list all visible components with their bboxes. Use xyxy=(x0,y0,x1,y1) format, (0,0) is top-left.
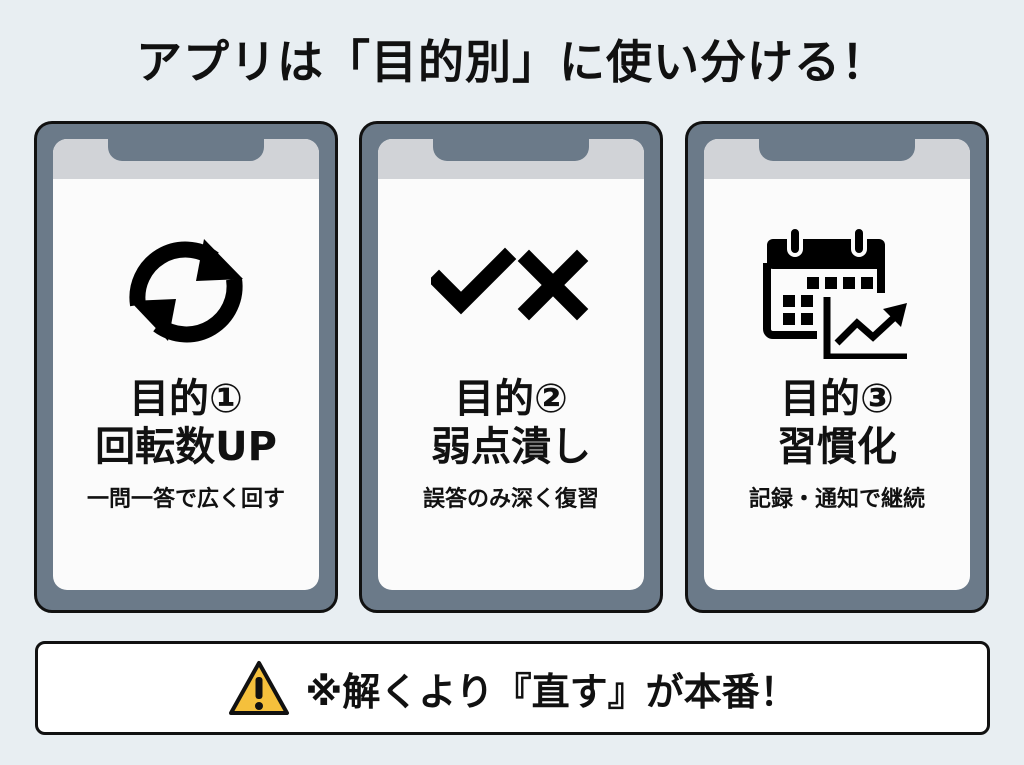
card-label: 目的③ xyxy=(780,376,894,422)
purpose-card-3: 目的③ 習慣化 記録・通知で継続 xyxy=(685,121,989,613)
card-title: 弱点潰し xyxy=(431,424,591,470)
status-bar xyxy=(53,139,319,179)
phone-notch xyxy=(433,139,589,161)
page-title: アプリは「目的別」に使い分ける！ xyxy=(136,35,888,89)
refresh-cycle-icon xyxy=(129,239,243,343)
card-description: 一問一答で広く回す xyxy=(86,487,285,512)
status-bar xyxy=(378,139,644,179)
card-description: 記録・通知で継続 xyxy=(748,487,925,512)
banner-text: ※解くより『直す』が本番！ xyxy=(305,669,798,714)
card-label: 目的② xyxy=(454,376,568,422)
card-heading: 目的② 弱点潰し xyxy=(378,375,644,471)
calendar-trend-icon xyxy=(763,225,907,359)
status-bar xyxy=(704,139,970,179)
card-label: 目的① xyxy=(129,376,243,422)
phone-screen: 目的② 弱点潰し 誤答のみ深く復習 xyxy=(378,139,644,590)
card-description: 誤答のみ深く復習 xyxy=(422,487,599,512)
card-title: 回転数UP xyxy=(95,424,277,470)
phone-notch xyxy=(759,139,915,161)
purpose-card-1: 目的① 回転数UP 一問一答で広く回す xyxy=(34,121,338,613)
card-heading: 目的③ 習慣化 xyxy=(704,375,970,471)
tip-banner: ※解くより『直す』が本番！ xyxy=(35,641,990,735)
card-title: 習慣化 xyxy=(777,424,897,470)
phone-screen: 目的③ 習慣化 記録・通知で継続 xyxy=(704,139,970,590)
purpose-card-2: 目的② 弱点潰し 誤答のみ深く復習 xyxy=(359,121,663,613)
warning-icon xyxy=(229,661,290,715)
check-cross-icon xyxy=(431,247,589,321)
phone-notch xyxy=(108,139,264,161)
phone-screen: 目的① 回転数UP 一問一答で広く回す xyxy=(53,139,319,590)
card-heading: 目的① 回転数UP xyxy=(53,375,319,471)
